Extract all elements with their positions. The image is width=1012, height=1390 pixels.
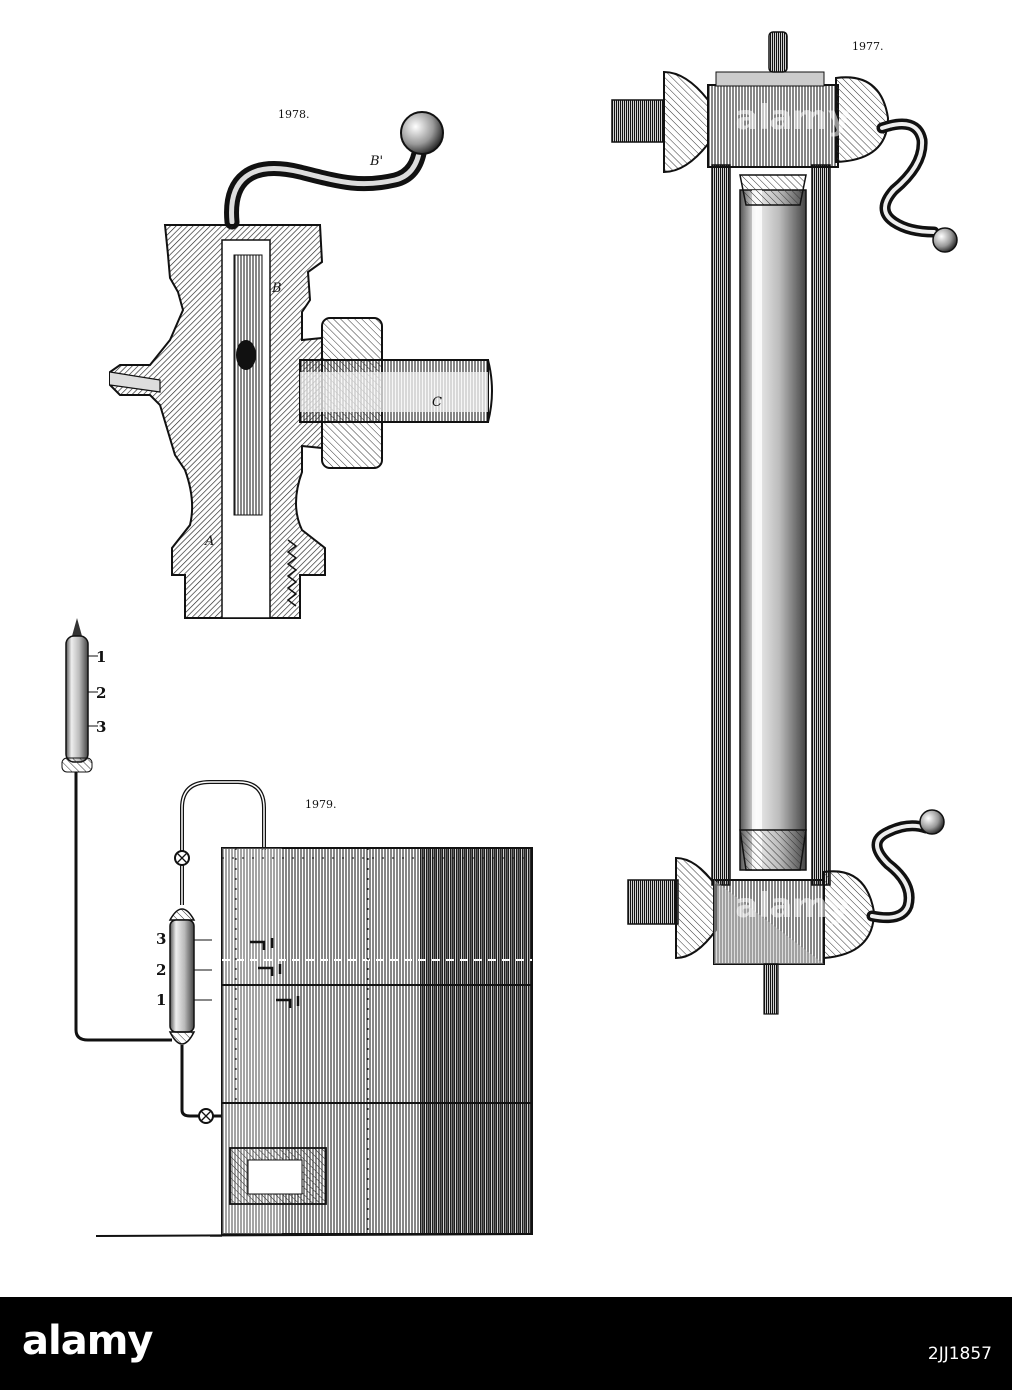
boiler-gauge-tube	[169, 919, 195, 1033]
try-cocks	[250, 938, 300, 1008]
stock-footer-bar	[0, 1297, 1012, 1390]
engraving-plate: 1978. B' B A C 1977.	[61, 31, 958, 1237]
valve-port	[236, 340, 256, 370]
bottom-nut	[823, 870, 876, 960]
label-a: A	[204, 534, 214, 549]
figure-1979-boiler: 1979. 1 2 3 3 2 1	[61, 618, 533, 1237]
valve-handle	[224, 140, 428, 230]
stock-image-code: 2JJ1857	[927, 1344, 992, 1364]
remote-pipe	[74, 772, 172, 1042]
frame-rod-right	[811, 164, 831, 886]
remote-gauge-tube	[65, 635, 89, 763]
label-b: B	[271, 281, 282, 296]
top-thread-stub	[611, 99, 665, 143]
figure-1977-number: 1977.	[852, 40, 884, 53]
ground-line	[95, 1233, 533, 1237]
top-block	[707, 84, 839, 168]
figure-1977-gauge-glass: 1977.	[611, 31, 958, 1015]
glass-tube	[739, 189, 807, 871]
handle-knob	[400, 111, 444, 155]
left-nozzle	[109, 371, 161, 393]
top-nut	[835, 76, 890, 164]
boiler-level-2: 2	[156, 961, 166, 979]
top-handle-knob	[932, 227, 958, 253]
remote-level-1: 1	[96, 648, 106, 666]
top-plug	[768, 31, 788, 73]
figure-1978-number: 1978.	[278, 108, 310, 121]
stock-logo: alamy	[22, 1318, 153, 1364]
bottom-handle-knob	[919, 809, 945, 835]
boiler-level-3: 3	[156, 930, 166, 948]
lower-pipe	[180, 1045, 222, 1118]
valve-body	[109, 224, 326, 619]
figure-1978-valve-section: 1978. B' B A C	[109, 108, 493, 619]
figure-1979-number: 1979.	[305, 798, 337, 811]
remote-level-3: 3	[96, 718, 106, 736]
drain-stem	[763, 963, 779, 1015]
label-b-prime: B'	[369, 154, 383, 169]
label-c: C	[432, 395, 442, 410]
remote-level-2: 2	[96, 684, 106, 702]
boiler-level-1: 1	[156, 991, 166, 1009]
frame-rod-left	[711, 164, 731, 886]
bottom-thread-stub	[627, 879, 679, 925]
